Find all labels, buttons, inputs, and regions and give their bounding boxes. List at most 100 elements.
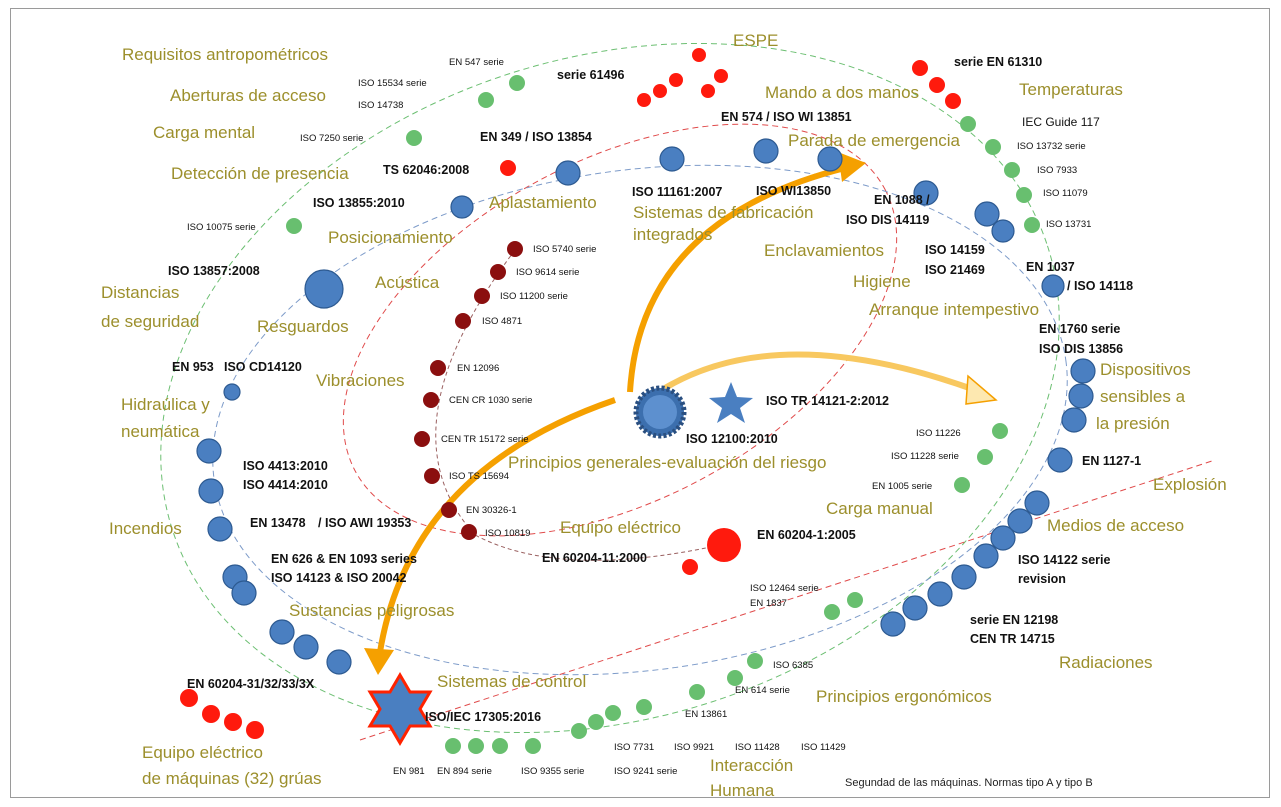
standard-label: EN 12096 — [457, 363, 499, 374]
arrowhead-ergonomics — [965, 374, 998, 405]
dot — [1024, 217, 1040, 233]
topic-label: Incendios — [109, 519, 182, 538]
topic-label: Carga mental — [153, 123, 255, 142]
topic-label: neumática — [121, 422, 200, 441]
diagram-caption: Segundad de las máquinas. Normas tipo A … — [845, 777, 1093, 789]
standard-label: EN 60204-11:2000 — [542, 551, 647, 565]
standard-label: CEN TR 14715 — [970, 632, 1055, 646]
standard-label: EN 1760 serie — [1039, 322, 1120, 336]
dot — [286, 218, 302, 234]
dot — [817, 146, 843, 172]
standard-label: ISO TS 15694 — [449, 471, 509, 482]
red-orbit — [342, 123, 898, 537]
topic-label: Mando a dos manos — [765, 83, 919, 102]
topic-label: Parada de emergencia — [788, 131, 961, 150]
standard-label: EN 1088 / — [874, 193, 930, 207]
dot — [1061, 407, 1087, 433]
central-sun-icon — [633, 385, 687, 439]
dot — [207, 516, 233, 542]
dot — [605, 705, 621, 721]
standard-label: ISO 21469 — [925, 263, 985, 277]
dark-red-dots — [414, 241, 523, 540]
dot — [180, 689, 198, 707]
standard-label: ISO 14159 — [925, 243, 985, 257]
control-systems-star-icon — [367, 672, 433, 746]
dot — [478, 92, 494, 108]
dot — [689, 684, 705, 700]
standard-label: ISO 11428 — [735, 742, 780, 753]
standard-label: EN 13861 — [685, 709, 727, 720]
dot — [1004, 162, 1020, 178]
topic-label: Aberturas de acceso — [170, 86, 326, 105]
dot — [692, 48, 706, 62]
dot — [902, 595, 928, 621]
topic-label: de seguridad — [101, 312, 199, 331]
standard-label: ISO 14122 serie — [1018, 553, 1110, 567]
dot — [912, 60, 928, 76]
topic-label: Temperaturas — [1019, 80, 1123, 99]
dot — [455, 313, 471, 329]
green-orbit — [160, 42, 1060, 734]
dot — [973, 543, 999, 569]
standard-label: EN 30326-1 — [466, 505, 517, 516]
central-topic-label: Principios generales-evaluación del ries… — [508, 453, 826, 472]
standard-label: ISO DIS 13856 — [1039, 342, 1123, 356]
dot — [202, 705, 220, 723]
dot — [929, 77, 945, 93]
topic-label: Explosión — [1153, 475, 1227, 494]
topic-label: Equipo eléctrico — [560, 518, 681, 537]
standard-label: / ISO AWI 19353 — [318, 516, 411, 530]
dot — [727, 670, 743, 686]
dot — [701, 84, 715, 98]
dot — [1047, 447, 1073, 473]
green-dots — [286, 75, 1040, 754]
dot — [509, 75, 525, 91]
dot — [198, 478, 224, 504]
standard-label: ISO 9355 serie — [521, 766, 584, 777]
topic-label: Requisitos antropométricos — [122, 45, 328, 64]
dot — [304, 269, 344, 309]
standard-label: EN 614 serie — [735, 685, 790, 696]
standard-label: EN 894 serie — [437, 766, 492, 777]
standard-label: serie EN 61310 — [954, 55, 1042, 69]
standard-label: ISO 11200 serie — [500, 291, 568, 302]
standard-label: TS 62046:2008 — [383, 163, 469, 177]
standard-label: ISO 9241 serie — [614, 766, 677, 777]
dot — [960, 116, 976, 132]
arrowhead-control — [364, 648, 394, 675]
dot — [945, 93, 961, 109]
dot — [977, 449, 993, 465]
topic-labels: Requisitos antropométricos Aberturas de … — [101, 31, 1227, 800]
dot — [954, 477, 970, 493]
dot — [847, 592, 863, 608]
control-standard-label: ISO/IEC 17305:2016 — [425, 710, 541, 724]
standard-label: ISO WI13850 — [756, 184, 831, 198]
topic-label: Sustancias peligrosas — [289, 601, 454, 620]
standard-label: ISO 10075 serie — [187, 222, 256, 233]
standard-label: ISO 11226 — [916, 428, 961, 439]
dot — [637, 93, 651, 107]
standard-label: ISO 11228 serie — [891, 451, 959, 462]
dot — [430, 360, 446, 376]
standard-label: ISO 4414:2010 — [243, 478, 328, 492]
standard-label: ISO 6385 — [773, 660, 813, 671]
dot — [1016, 187, 1032, 203]
standard-label: EN 1005 serie — [872, 481, 932, 492]
dark-arc — [435, 249, 721, 561]
standard-label: ISO 13855:2010 — [313, 196, 405, 210]
topic-label: Acústica — [375, 273, 440, 292]
dot — [707, 528, 741, 562]
topic-label: Aplastamiento — [489, 193, 597, 212]
topic-label: Distancias — [101, 283, 179, 302]
dot — [224, 713, 242, 731]
blue-orbit — [212, 164, 1068, 676]
dot — [468, 738, 484, 754]
dot — [507, 241, 523, 257]
arrow-to-control — [377, 397, 616, 653]
standard-label: ISO 7250 serie — [300, 133, 363, 144]
dot — [474, 288, 490, 304]
topic-label: sensibles a — [1100, 387, 1186, 406]
star-icon — [709, 382, 753, 423]
standard-label: CEN CR 1030 serie — [449, 395, 532, 406]
